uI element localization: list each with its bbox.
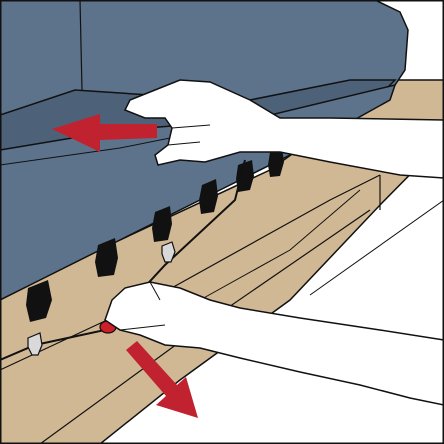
sofa-cushion-removal-illustration: [0, 0, 444, 444]
